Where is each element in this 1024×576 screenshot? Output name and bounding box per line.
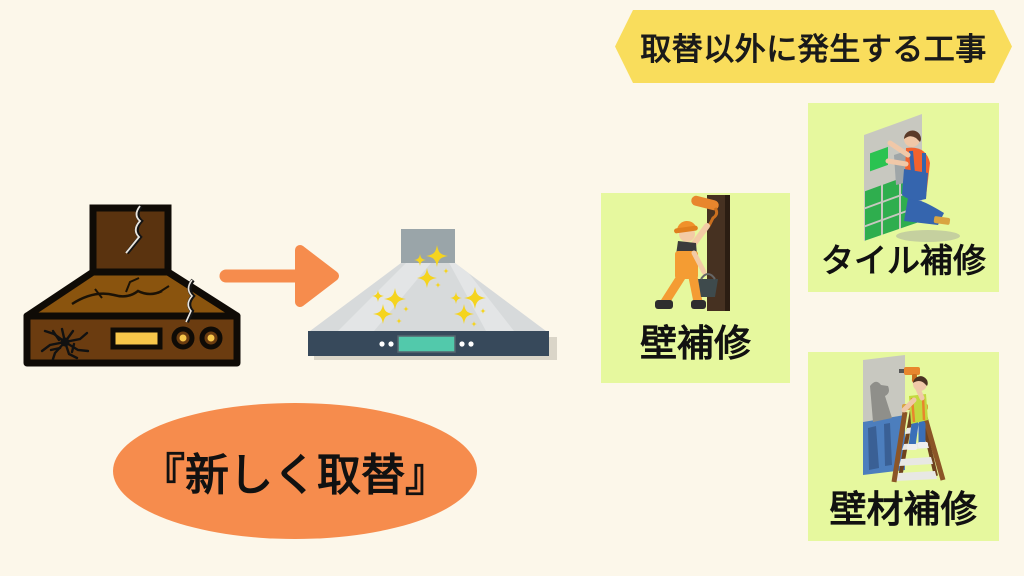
replace-caption: 『新しく取替』 (113, 403, 477, 539)
work-item-label: タイル補修 (821, 242, 986, 279)
work-item-wall-repair: 壁補修 (601, 193, 790, 383)
work-item-wall-material-repair: 壁材補修 (808, 352, 999, 541)
right-arrow-icon (219, 245, 339, 307)
title-banner: 取替以外に発生する工事 (615, 10, 1012, 83)
work-item-label: 壁材補修 (829, 489, 978, 530)
title-banner-label: 取替以外に発生する工事 (640, 32, 987, 67)
wall-painting-worker-icon (655, 195, 730, 311)
work-item-tile-repair: タイル補修 (808, 103, 999, 292)
old-range-hood-icon (23, 204, 241, 367)
ladder-drill-worker-icon (863, 355, 946, 483)
replace-caption-label: 『新しく取替』 (141, 451, 449, 500)
work-item-label: 壁補修 (640, 323, 751, 364)
tile-repair-worker-icon (864, 114, 960, 242)
new-range-hood-icon (308, 229, 557, 360)
